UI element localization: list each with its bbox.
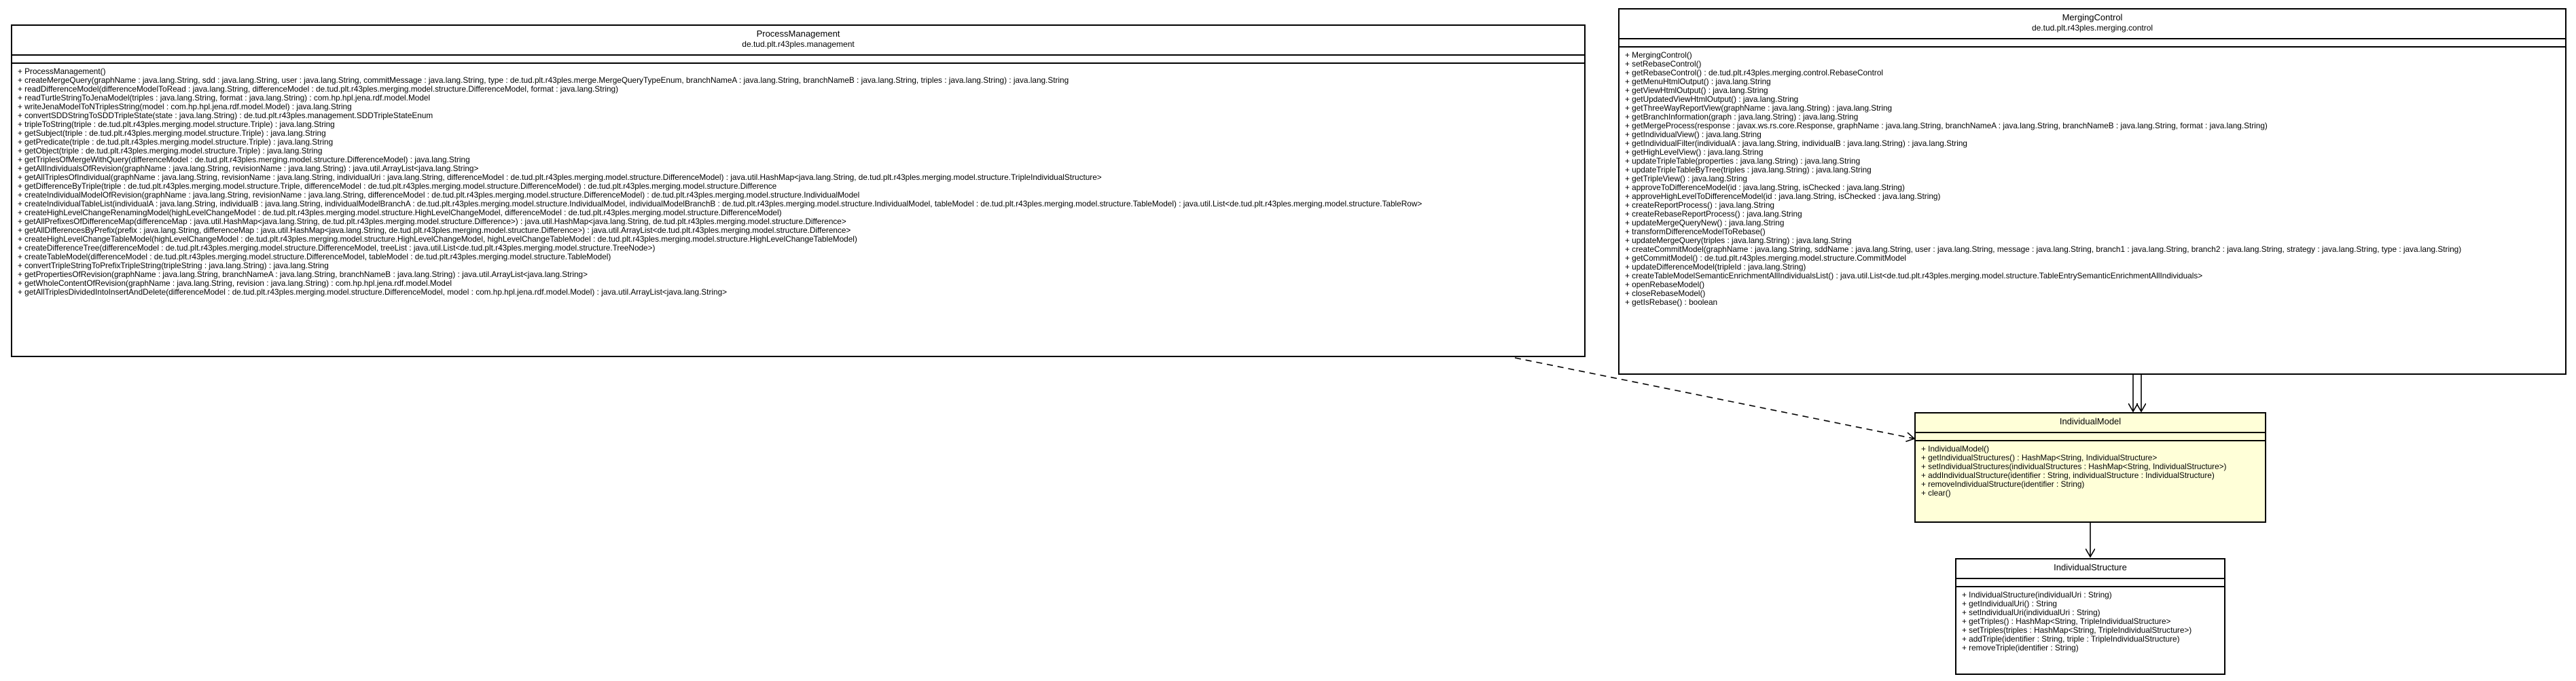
- operation: + getAllTriplesDividedIntoInsertAndDelet…: [18, 287, 728, 297]
- class-header: ProcessManagement de.tud.plt.r43ples.man…: [12, 26, 1584, 56]
- attributes-section: [1956, 579, 2224, 587]
- class-merging-control[interactable]: MergingControl de.tud.plt.r43ples.mergin…: [1618, 8, 2566, 375]
- operation: + readTurtleStringToJenaModel(triples : …: [18, 93, 431, 103]
- operations-section: + IndividualModel()+ getIndividualStruct…: [1916, 441, 2265, 502]
- operation: + getIndividualFilter(individualA : java…: [1625, 139, 1967, 148]
- operation: + getPropertiesOfRevision(graphName : ja…: [18, 270, 588, 279]
- attributes-section: [12, 56, 1584, 64]
- operation: + getPredicate(triple : de.tud.plt.r43pl…: [18, 137, 334, 147]
- class-package: de.tud.plt.r43ples.management: [742, 39, 855, 49]
- class-name: IndividualModel: [2059, 416, 2122, 426]
- class-package: de.tud.plt.r43ples.merging.control: [2031, 23, 2153, 33]
- class-individual-model[interactable]: IndividualModel + IndividualModel()+ get…: [1914, 412, 2266, 523]
- operation: + getCommitModel() : de.tud.plt.r43ples.…: [1625, 253, 1907, 263]
- operation: + getBranchInformation(graph : java.lang…: [1625, 112, 1859, 122]
- operation: + setIndividualUri(individualUri : Strin…: [1962, 608, 2100, 617]
- operation: + addIndividualStructure(identifier : St…: [1921, 471, 2215, 480]
- operation: + updateTripleTable(properties : java.la…: [1625, 156, 1861, 166]
- operation: + convertSDDStringToSDDTripleState(state…: [18, 111, 433, 120]
- operation: + closeRebaseModel(): [1625, 289, 1706, 298]
- attributes-section: [1916, 433, 2265, 441]
- operation: + getTriplesOfMergeWithQuery(differenceM…: [18, 155, 470, 164]
- class-name: ProcessManagement: [756, 29, 840, 39]
- class-name: MergingControl: [2062, 12, 2123, 22]
- class-header: IndividualModel: [1916, 413, 2265, 433]
- operation: + createTableModel(differenceModel : de.…: [18, 252, 611, 261]
- operation: + ProcessManagement(): [18, 67, 106, 76]
- operation: + updateTripleTableByTree(triples : java…: [1625, 165, 1872, 174]
- operation: + getTripleView() : java.lang.String: [1625, 174, 1747, 183]
- operation: + createCommitModel(graphName : java.lan…: [1625, 244, 2462, 254]
- operation: + approveToDifferenceModel(id : java.lan…: [1625, 183, 1905, 192]
- operation: + getMergeProcess(response : javax.ws.rs…: [1625, 121, 2268, 130]
- operation: + createIndividualTableList(individualA …: [18, 199, 1423, 208]
- operation: + readDifferenceModel(differenceModelToR…: [18, 84, 619, 94]
- operation: + createIndividualModelOfRevision(graphN…: [18, 190, 860, 200]
- operation: + IndividualModel(): [1921, 444, 1989, 454]
- operation: + getAllDifferencesByPrefix(prefix : jav…: [18, 225, 851, 235]
- class-process-management[interactable]: ProcessManagement de.tud.plt.r43ples.man…: [11, 24, 1586, 357]
- operation: + setTriples(triples : HashMap<String, T…: [1962, 625, 2192, 635]
- operation: + getIndividualUri() : String: [1962, 599, 2057, 608]
- operation: + getIndividualView() : java.lang.String: [1625, 130, 1761, 139]
- operation: + createTableModelSemanticEnrichmentAllI…: [1625, 271, 2203, 280]
- operation: + getIsRebase() : boolean: [1625, 297, 1718, 307]
- operation: + createMergeQuery(graphName : java.lang…: [18, 75, 1069, 85]
- operation: + removeIndividualStructure(identifier :…: [1921, 479, 2085, 489]
- class-name: IndividualStructure: [2054, 562, 2127, 572]
- operation: + IndividualStructure(individualUri : St…: [1962, 590, 2112, 600]
- operation: + getThreeWayReportView(graphName : java…: [1625, 103, 1893, 113]
- operation: + createHighLevelChangeTableModel(highLe…: [18, 234, 857, 244]
- operation: + getIndividualStructures() : HashMap<St…: [1921, 453, 2158, 462]
- operations-section: + ProcessManagement()+ createMergeQuery(…: [12, 64, 1584, 301]
- operation: + setIndividualStructures(individualStru…: [1921, 462, 2227, 471]
- operation: + getHighLevelView() : java.lang.String: [1625, 147, 1764, 157]
- operation: + getWholeContentOfRevision(graphName : …: [18, 278, 452, 288]
- operation: + getSubject(triple : de.tud.plt.r43ples…: [18, 128, 326, 138]
- class-individual-structure[interactable]: IndividualStructure + IndividualStructur…: [1955, 558, 2225, 675]
- operation: + getMenuHtmlOutput() : java.lang.String: [1625, 77, 1771, 86]
- operation: + writeJenaModelToNTriplesString(model :…: [18, 102, 352, 111]
- operation: + transformDifferenceModelToRebase(): [1625, 227, 1766, 236]
- operation: + createReportProcess() : java.lang.Stri…: [1625, 200, 1774, 210]
- operations-section: + MergingControl()+ setRebaseControl()+ …: [1620, 48, 2565, 311]
- operation: + getAllTriplesOfIndividual(graphName : …: [18, 172, 1102, 182]
- operation: + addTriple(identifier : String, triple …: [1962, 634, 2180, 644]
- operation: + updateMergeQuery(triples : java.lang.S…: [1625, 236, 1852, 245]
- operation: + tripleToString(triple : de.tud.plt.r43…: [18, 119, 335, 129]
- operation: + openRebaseModel(): [1625, 280, 1705, 289]
- class-header: MergingControl de.tud.plt.r43ples.mergin…: [1620, 10, 2565, 39]
- operation: + getViewHtmlOutput() : java.lang.String: [1625, 86, 1768, 95]
- operation: + removeTriple(identifier : String): [1962, 643, 2079, 652]
- operation: + getDifferenceByTriple(triple : de.tud.…: [18, 181, 777, 191]
- operation: + getTriples() : HashMap<String, TripleI…: [1962, 616, 2171, 626]
- operation: + clear(): [1921, 488, 1951, 498]
- operation: + createDifferenceTree(differenceModel :…: [18, 243, 656, 253]
- operation: + setRebaseControl(): [1625, 59, 1702, 69]
- operation: + getAllIndividualsOfRevision(graphName …: [18, 164, 479, 173]
- operation: + updateDifferenceModel(tripleId : java.…: [1625, 262, 1806, 272]
- operation: + createRebaseReportProcess() : java.lan…: [1625, 209, 1802, 219]
- operation: + getUpdatedViewHtmlOutput() : java.lang…: [1625, 94, 1799, 104]
- operation: + updateMergeQueryNew() : java.lang.Stri…: [1625, 218, 1785, 227]
- operation: + getObject(triple : de.tud.plt.r43ples.…: [18, 146, 323, 155]
- operation: + getAllPrefixesOfDifferenceMap(differen…: [18, 217, 846, 226]
- operation: + getRebaseControl() : de.tud.plt.r43ple…: [1625, 68, 1884, 77]
- operation: + approveHighLevelToDifferenceModel(id :…: [1625, 191, 1941, 201]
- operations-section: + IndividualStructure(individualUri : St…: [1956, 587, 2224, 657]
- operation: + MergingControl(): [1625, 50, 1692, 60]
- dependency-processmanagement-to-individualmodel: [1514, 357, 1914, 439]
- operation: + convertTripleStringToPrefixTripleStrin…: [18, 261, 329, 270]
- attributes-section: [1620, 39, 2565, 48]
- class-header: IndividualStructure: [1956, 559, 2224, 579]
- operation: + createHighLevelChangeRenamingModel(hig…: [18, 208, 782, 217]
